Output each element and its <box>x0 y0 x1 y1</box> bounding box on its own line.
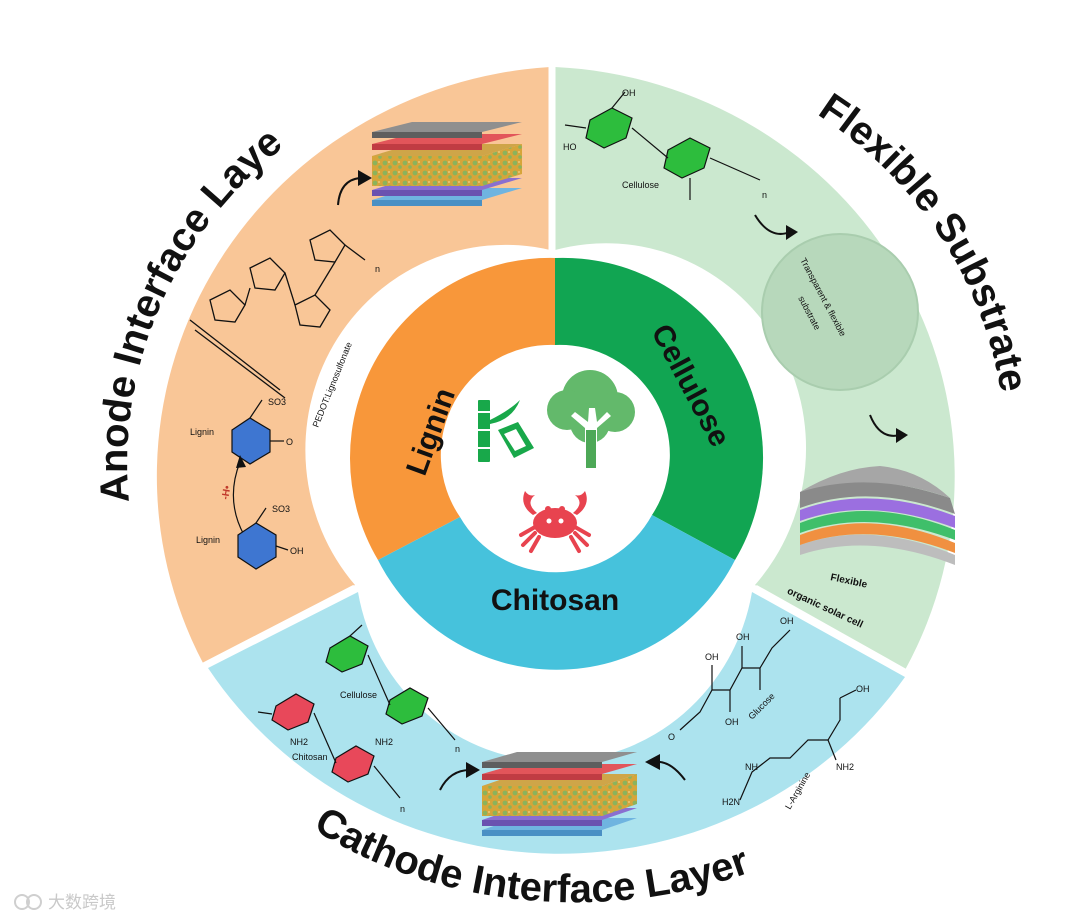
device-stack-cathode <box>482 752 637 836</box>
chitosan-sector <box>378 515 735 670</box>
glucose-oh-2: OH <box>736 632 750 642</box>
phenol-ring <box>237 507 289 570</box>
chitosan-label: Chitosan <box>491 584 619 617</box>
cathode-chitosan <box>257 693 401 799</box>
glucose-structure <box>679 629 791 731</box>
reaction-arrow <box>232 461 245 536</box>
cathode-chitosan-label: Chitosan <box>292 752 328 762</box>
device-stack-anode <box>372 122 522 206</box>
cathode-chitosan-nh2-2: NH2 <box>375 737 393 747</box>
phenol-so3: SO3 <box>272 504 290 514</box>
lignin-sector <box>349 257 555 560</box>
quinone-ring <box>231 399 284 465</box>
flexible-arrow-2-head <box>896 428 908 443</box>
flexible-solar-cell <box>800 466 955 565</box>
cathode-chitosan-n: n <box>400 804 405 814</box>
arginine-h2n: H2N <box>722 797 740 807</box>
arrow-head-cathode-left <box>466 762 480 778</box>
pedot-structure <box>189 229 366 399</box>
quinone-so3: SO3 <box>268 397 286 407</box>
pedot-n: n <box>375 264 380 274</box>
bamboo-icon <box>478 400 534 462</box>
glucose-oh-3: OH <box>725 717 739 727</box>
lignin-text-2: Lignin <box>196 535 220 545</box>
tree-icon <box>547 370 635 468</box>
cathode-chitosan-nh2-1: NH2 <box>290 737 308 747</box>
arginine-nh: NH <box>745 762 758 772</box>
reaction-arrow-head <box>236 455 246 468</box>
cathode-sector <box>208 592 905 854</box>
flexible-arrow-1-head <box>786 225 798 240</box>
arrow-head-anode <box>358 170 372 186</box>
lignin-text-1: Lignin <box>190 427 214 437</box>
cellulose-top-oh: OH <box>622 88 636 98</box>
watermark-text: 大数跨境 <box>48 893 116 913</box>
cathode-cellulose-label: Cellulose <box>340 690 377 700</box>
cathode-cellulose <box>325 624 456 741</box>
arrow-head-cathode-right <box>645 754 660 770</box>
quinone-o: O <box>286 437 293 447</box>
arginine-oh: OH <box>856 684 870 694</box>
glucose-o: O <box>668 732 675 742</box>
cellulose-top-label: Cellulose <box>622 180 659 190</box>
cellulose-sector <box>555 257 764 560</box>
cellulose-structure-top <box>564 91 761 200</box>
arginine-nh2: NH2 <box>836 762 854 772</box>
substrate-circle <box>761 233 919 391</box>
watermark: 大数跨境 <box>14 893 116 913</box>
cellulose-top-ho: HO <box>563 142 577 152</box>
inner-ring <box>349 257 764 670</box>
curved-arrow-anode <box>337 177 361 206</box>
anode-sector <box>156 67 550 663</box>
cathode-cellulose-n: n <box>455 744 460 754</box>
glucose-oh-1: OH <box>705 652 719 662</box>
phenol-oh: OH <box>290 546 304 556</box>
glucose-oh-4: OH <box>780 616 794 626</box>
cellulose-top-n: n <box>762 190 767 200</box>
h-loss-label: -H• <box>220 484 233 500</box>
crab-icon <box>519 491 591 553</box>
arginine-structure <box>739 689 857 801</box>
